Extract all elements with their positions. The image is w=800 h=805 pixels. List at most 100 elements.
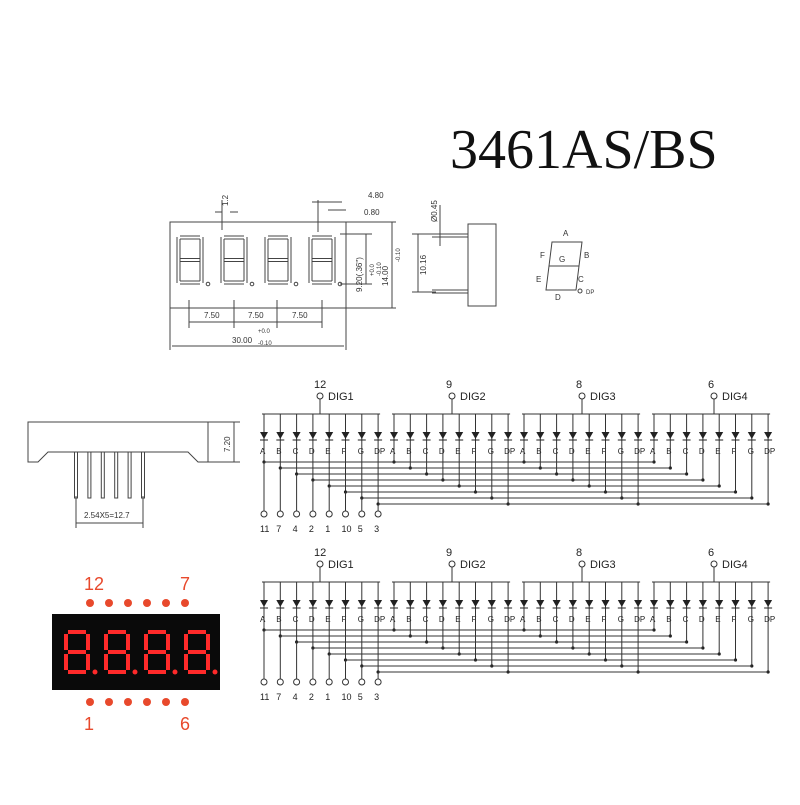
diode-symbol bbox=[422, 432, 431, 439]
diode-symbol bbox=[504, 432, 513, 439]
diode-symbol bbox=[747, 600, 756, 607]
segment-wire-label: B bbox=[666, 615, 671, 624]
segment-wire-label: E bbox=[715, 615, 720, 624]
segment-pin-number: 3 bbox=[374, 524, 379, 534]
segment-wire-label: F bbox=[472, 615, 477, 624]
segment-pin-number: 1 bbox=[325, 692, 330, 702]
segment-wire-label: DP bbox=[374, 447, 385, 456]
segment-wire-label: DP bbox=[764, 447, 775, 456]
photo-digit-segment bbox=[86, 654, 90, 670]
segment-dp-circle bbox=[577, 288, 583, 294]
digit-common-terminal bbox=[578, 392, 586, 400]
diode-symbol bbox=[471, 600, 480, 607]
segment-wire-label: A bbox=[650, 447, 656, 456]
diode-symbol bbox=[276, 432, 285, 439]
photo-pin-dot-bottom bbox=[181, 698, 189, 706]
segment-wire-label: B bbox=[276, 615, 281, 624]
dim-label-pin-row-height: 7.20 bbox=[223, 436, 232, 452]
diode-symbol bbox=[617, 432, 626, 439]
photo-digit-segment bbox=[68, 670, 86, 674]
dim-label-body-height-tol: -0.10 bbox=[396, 248, 402, 262]
segment-wire-label: F bbox=[342, 615, 347, 624]
digit-common-terminal bbox=[316, 392, 324, 400]
photo-digit-segment bbox=[68, 630, 86, 634]
segment-pin-number: 1 bbox=[325, 524, 330, 534]
side-dimension-labels: 10.16 Ø0.45 bbox=[419, 200, 439, 275]
diode-symbol bbox=[585, 600, 594, 607]
segment-wire-label: B bbox=[406, 447, 411, 456]
digit-name-label: DIG1 bbox=[328, 391, 354, 403]
segment-wire-label: G bbox=[488, 615, 494, 624]
segment-wire-label: A bbox=[390, 447, 396, 456]
digit-name-label: DIG1 bbox=[328, 559, 354, 571]
diode-symbol bbox=[341, 432, 350, 439]
photo-pin-dot-bottom bbox=[162, 698, 170, 706]
photo-decimal-point bbox=[132, 669, 138, 675]
pin-side-pins bbox=[74, 451, 145, 499]
segment-pin-terminal bbox=[276, 510, 284, 518]
segment-label-a: A bbox=[563, 229, 569, 238]
segment-pin-number: 11 bbox=[260, 524, 269, 534]
photo-digit-segment bbox=[104, 634, 108, 650]
diode-symbol bbox=[260, 432, 268, 439]
dim-label-side-depth: 10.16 bbox=[419, 254, 428, 275]
segment-pin-terminal bbox=[260, 678, 268, 686]
segment-pin-number: 4 bbox=[293, 524, 298, 534]
segment-wire-label: B bbox=[666, 447, 671, 456]
segment-wire-label: A bbox=[260, 615, 266, 624]
diode-symbol bbox=[455, 600, 464, 607]
segment-wire-label: B bbox=[536, 615, 541, 624]
diode-symbol bbox=[292, 600, 301, 607]
segment-wire-label: F bbox=[342, 447, 347, 456]
diode-symbol bbox=[601, 432, 610, 439]
decimal-point-outline bbox=[293, 281, 299, 287]
digit-pin-number: 6 bbox=[708, 379, 714, 391]
digit-common-terminal bbox=[316, 560, 324, 568]
diode-symbol bbox=[438, 600, 447, 607]
photo-digit-segment bbox=[206, 654, 210, 670]
diode-symbol bbox=[552, 600, 561, 607]
diode-symbol bbox=[422, 600, 431, 607]
photo-digit-segment bbox=[144, 654, 148, 670]
photo-digit-segment bbox=[64, 634, 68, 650]
photo-pin-dot-bottom bbox=[124, 698, 132, 706]
photo-pin-dot-bottom bbox=[105, 698, 113, 706]
diode-symbol bbox=[764, 432, 773, 439]
photo-pin-dot-top bbox=[181, 599, 189, 607]
segment-wire-label: A bbox=[260, 447, 266, 456]
photo-digit-segment bbox=[166, 654, 170, 670]
segment-wire-label: G bbox=[488, 447, 494, 456]
digit-pin-number: 9 bbox=[446, 547, 452, 559]
diode-symbol bbox=[341, 600, 350, 607]
segment-wire-label: G bbox=[618, 447, 624, 456]
photo-digit-segment bbox=[108, 630, 126, 634]
diode-symbol bbox=[406, 600, 415, 607]
photo-digit-segment bbox=[148, 670, 166, 674]
side-view bbox=[412, 205, 497, 307]
diode-symbol bbox=[438, 432, 447, 439]
diode-symbol bbox=[455, 432, 464, 439]
segment-wire-label: D bbox=[439, 615, 445, 624]
segment-pin-number: 5 bbox=[358, 692, 363, 702]
pin-lead bbox=[100, 451, 105, 499]
segment-wire-label: D bbox=[309, 615, 315, 624]
pin-lead bbox=[141, 451, 145, 499]
dim-label-pin-pitch: 2.54X5=12.7 bbox=[84, 511, 130, 520]
digit-pin-number: 9 bbox=[446, 379, 452, 391]
pin-side-body-outline bbox=[27, 421, 209, 463]
segment-wire-label: G bbox=[748, 615, 754, 624]
photo-digit-segment bbox=[68, 650, 86, 654]
digit-common-terminal bbox=[578, 560, 586, 568]
diode-symbol bbox=[585, 432, 594, 439]
segment-label-d: D bbox=[555, 293, 561, 302]
photo-pin-dot-bottom bbox=[143, 698, 151, 706]
segment-wire-label: DP bbox=[634, 615, 645, 624]
diode-symbol bbox=[601, 600, 610, 607]
diode-symbol bbox=[276, 600, 285, 607]
diode-symbol bbox=[666, 432, 675, 439]
segment-pin-terminal bbox=[309, 510, 317, 518]
